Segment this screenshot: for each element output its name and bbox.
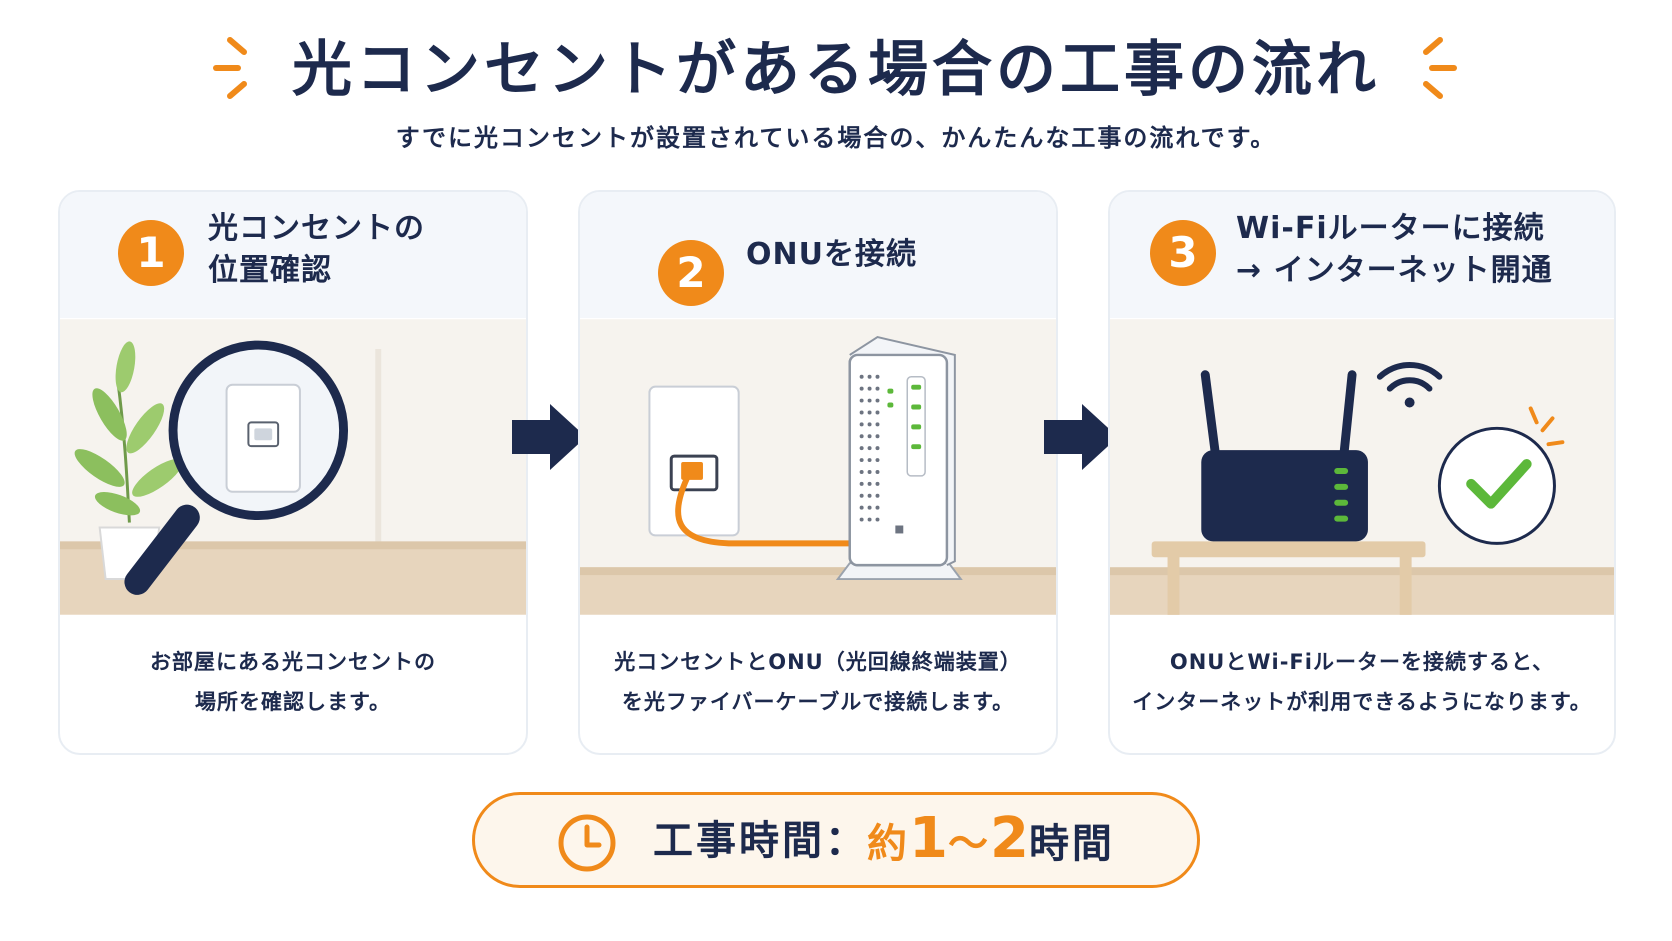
time-label: 工事時間： — [653, 818, 868, 864]
step-number: 1 — [118, 220, 184, 286]
step-card-2: 2 ONUを接続 — [578, 190, 1058, 755]
time-value: 約1〜2時間 — [867, 806, 1115, 871]
step-card-1: 1 光コンセントの 位置確認 お部屋にある光コンセントの 場所を確認します。 — [58, 190, 528, 755]
step-card-3: 3 Wi-Fiルーターに接続 → インターネット開通 — [1108, 190, 1616, 755]
router-check-icon — [1110, 319, 1614, 615]
arrow-right-icon — [512, 404, 586, 470]
left-sparkle-icon — [213, 37, 247, 99]
step-description: お部屋にある光コンセントの 場所を確認します。 — [150, 650, 436, 714]
magnifier-outlet-icon — [60, 319, 526, 615]
step-description: ONUとWi-Fiルーターを接続すると、 インターネットが利用できるようになりま… — [1132, 650, 1592, 714]
right-sparkle-icon — [1423, 37, 1457, 99]
step-number: 2 — [658, 240, 724, 306]
onu-device-icon — [580, 319, 1056, 615]
step-description: 光コンセントとONU（光回線終端装置） を光ファイバーケーブルで接続します。 — [614, 650, 1022, 714]
step-header — [580, 192, 1056, 318]
step-title: ONUを接続 — [746, 237, 917, 272]
construction-time-badge: 工事時間： 約1〜2時間 — [472, 792, 1200, 888]
step-title: Wi-Fiルーターに接続 → インターネット開通 — [1236, 211, 1553, 288]
page-title: 光コンセントがある場合の工事の流れ — [292, 35, 1380, 105]
arrow-right-icon — [1044, 404, 1118, 470]
page-subtitle: すでに光コンセントが設置されている場合の、かんたんな工事の流れです。 — [395, 124, 1277, 152]
clock-icon — [558, 814, 616, 872]
step-number: 3 — [1150, 220, 1216, 286]
step-title: 光コンセントの 位置確認 — [208, 211, 425, 288]
title-area: 光コンセントがある場合の工事の流れ — [0, 22, 1672, 122]
